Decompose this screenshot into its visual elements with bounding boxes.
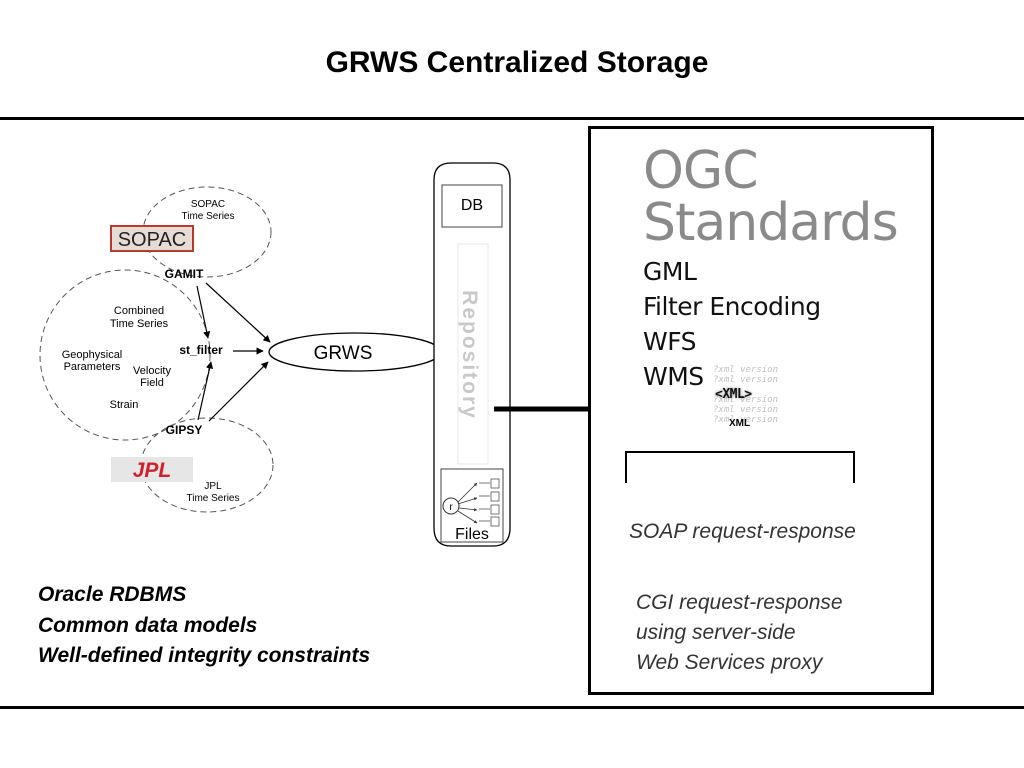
sopac-caption-2: Time Series <box>182 211 235 222</box>
file-tree-line-1 <box>457 482 478 503</box>
ogc-item-wms: WMS <box>643 362 704 391</box>
note-line-3: Well-defined integrity constraints <box>38 644 371 667</box>
slide-title: GRWS Centralized Storage <box>325 46 709 79</box>
jpl-logo-text: JPL <box>133 459 172 482</box>
jpl-logo <box>111 457 193 482</box>
xml-ghost-line-1: ?xml version <box>713 365 779 375</box>
combined-caption-2: Time Series <box>110 318 169 330</box>
architecture-diagram: SOPAC SOPAC Time Series GAMIT Combined T… <box>39 162 590 547</box>
file-root-node <box>442 497 460 515</box>
jpl-caption-2: Time Series <box>187 493 240 504</box>
jpl-ellipse <box>140 417 274 513</box>
gipsy-label: GIPSY <box>166 423 203 437</box>
file-icon-2 <box>490 491 500 502</box>
repository-notes: Oracle RDBMS Common data models Well-def… <box>38 580 370 672</box>
combined-ellipse <box>39 269 211 441</box>
strain-caption: Strain <box>110 399 139 411</box>
file-icon-3 <box>490 504 500 515</box>
cgi-line-2: using server-side <box>636 621 796 644</box>
gamit-label: GAMIT <box>165 267 204 281</box>
file-tree-line-2 <box>457 497 478 505</box>
note-line-1: Oracle RDBMS <box>38 583 187 606</box>
soap-label: SOAP request-response <box>629 520 856 543</box>
bottom-divider <box>0 706 1024 709</box>
db-label: DB <box>461 197 483 214</box>
combined-caption-1: Combined <box>114 305 164 317</box>
repository-label-box <box>457 243 489 465</box>
geophysical-caption-1: Geophysical <box>62 349 123 361</box>
cgi-line-1: CGI request-response <box>636 591 843 614</box>
xml-icon: ?xml version ?xml version ?xml version ?… <box>709 365 787 435</box>
gamit-to-grws-arrow <box>205 282 271 343</box>
st-filter-label: st_filter <box>179 343 223 357</box>
ogc-standards-panel: OGC Standards GML Filter Encoding WFS WM… <box>588 126 934 695</box>
xml-ghost-line-5: ?xml version <box>713 415 779 425</box>
file-icon-1 <box>490 478 500 489</box>
file-tree-line-3 <box>458 507 478 512</box>
repository-label: Repository <box>458 290 481 420</box>
xml-badge: <XML> <box>715 387 752 402</box>
files-label: Files <box>455 526 489 543</box>
cgi-description: CGI request-response using server-side W… <box>636 588 843 678</box>
cgi-line-3: Web Services proxy <box>636 651 823 674</box>
velocity-caption-1: Velocity <box>133 365 171 377</box>
sopac-logo-text: SOPAC <box>118 229 187 251</box>
velocity-caption-2: Field <box>140 377 164 389</box>
ogc-bracket <box>625 451 855 483</box>
db-box <box>441 184 503 228</box>
file-root-label: r <box>449 502 453 513</box>
top-divider <box>0 117 1024 120</box>
ogc-title: OGC <box>643 141 759 201</box>
xml-ghost-line-2: ?xml version <box>713 375 779 385</box>
note-line-2: Common data models <box>38 613 258 637</box>
file-icon-4 <box>490 516 500 527</box>
gipsy-to-grws-arrow <box>208 361 269 422</box>
sopac-caption-1: SOPAC <box>191 199 225 210</box>
ogc-item-filter-encoding: Filter Encoding <box>643 292 821 321</box>
ogc-subtitle: Standards <box>643 193 899 253</box>
file-tree-line-4 <box>457 510 478 524</box>
grws-label: GRWS <box>314 343 373 364</box>
xml-ghost-line-3: ?xml version <box>713 395 779 405</box>
sopac-logo <box>110 225 194 252</box>
jpl-caption-1: JPL <box>204 481 222 492</box>
gamit-to-filter-arrow <box>196 285 211 339</box>
ogc-item-gml: GML <box>643 257 697 286</box>
ogc-item-wfs: WFS <box>643 327 697 356</box>
xml-ghost-line-4: ?xml version <box>713 405 779 415</box>
xml-caption: XML <box>729 418 751 429</box>
gipsy-to-filter-arrow <box>197 361 214 421</box>
geophysical-caption-2: Parameters <box>64 361 121 373</box>
